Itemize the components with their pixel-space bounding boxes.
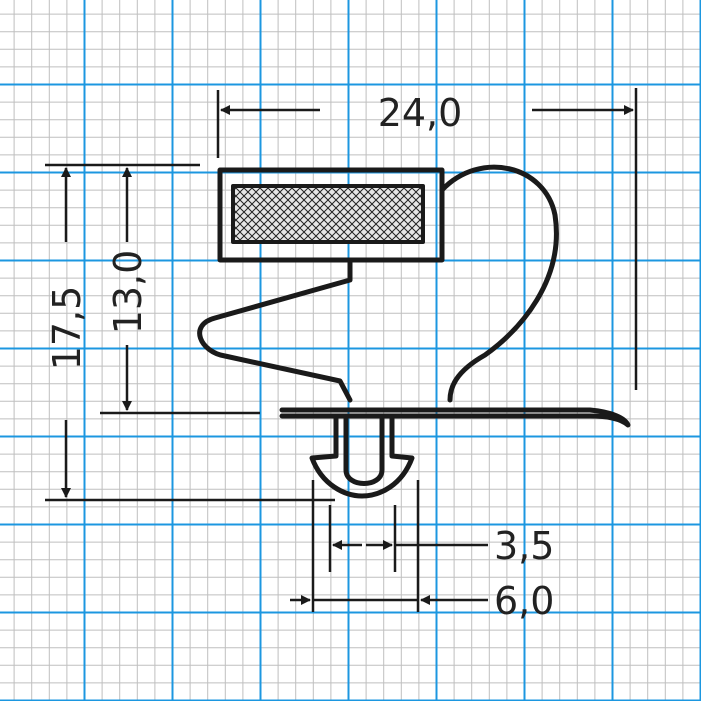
dim-label-slot-outer: 6,0 [494, 579, 554, 623]
dimension-lines [45, 88, 638, 612]
gasket-base [279, 407, 631, 428]
gasket-bellows [197, 259, 353, 403]
gasket-anchor-slot [343, 413, 385, 486]
dim-label-height-total: 17,5 [45, 286, 89, 371]
magnet-insert [231, 184, 425, 244]
gasket-anchor-dart [309, 413, 415, 499]
dim-label-width: 24,0 [378, 91, 463, 135]
magnet-housing [217, 167, 445, 263]
gasket-balloon [439, 164, 559, 403]
dim-label-height-upper: 13,0 [106, 250, 150, 335]
gasket-profile [197, 164, 631, 499]
dim-label-slot-inner: 3,5 [494, 524, 554, 568]
